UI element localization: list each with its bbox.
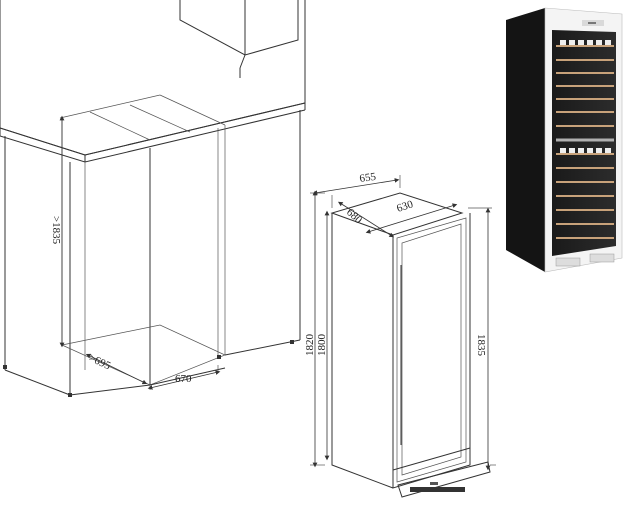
- width-655-label: 655: [359, 171, 378, 185]
- wine-cabinet-drawing: 655 630 680 1820 1800 1835: [304, 171, 496, 498]
- wine-shelves: [556, 45, 614, 239]
- height-1835-label: 1835: [475, 334, 487, 357]
- wine-cabinet-photo: [506, 7, 623, 273]
- niche-height-label: >1835: [50, 216, 62, 245]
- height-1820-label: 1820: [304, 334, 316, 357]
- kitchen-niche-drawing: >1835 >695 670: [0, 0, 306, 397]
- niche-depth-label: >695: [87, 352, 113, 373]
- niche-width-label: 670: [175, 373, 192, 385]
- base-grille: [397, 461, 491, 498]
- width-630-label: 630: [395, 198, 415, 215]
- height-1800-label: 1800: [316, 334, 328, 357]
- wine-bottles: [560, 40, 611, 153]
